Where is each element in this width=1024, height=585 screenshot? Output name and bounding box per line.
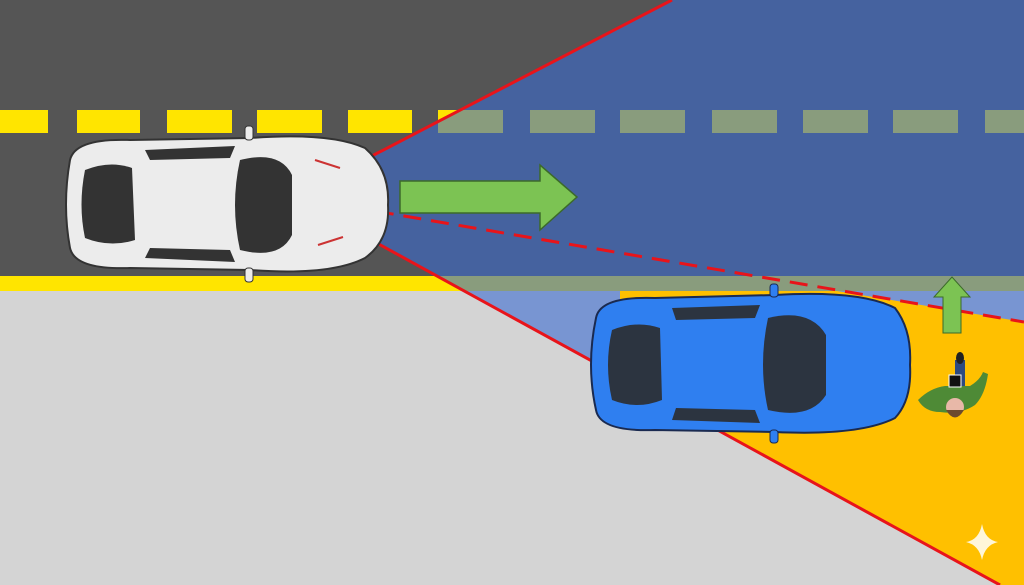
sparkle-icon xyxy=(966,524,998,560)
pedestrian-icon xyxy=(918,352,988,418)
white-car-icon xyxy=(65,125,390,283)
direction-arrow-icon xyxy=(399,163,579,232)
sightline-occlusion-dashed xyxy=(292,195,1024,324)
direction-arrow-icon xyxy=(932,276,972,334)
blue-car-icon xyxy=(590,283,912,444)
